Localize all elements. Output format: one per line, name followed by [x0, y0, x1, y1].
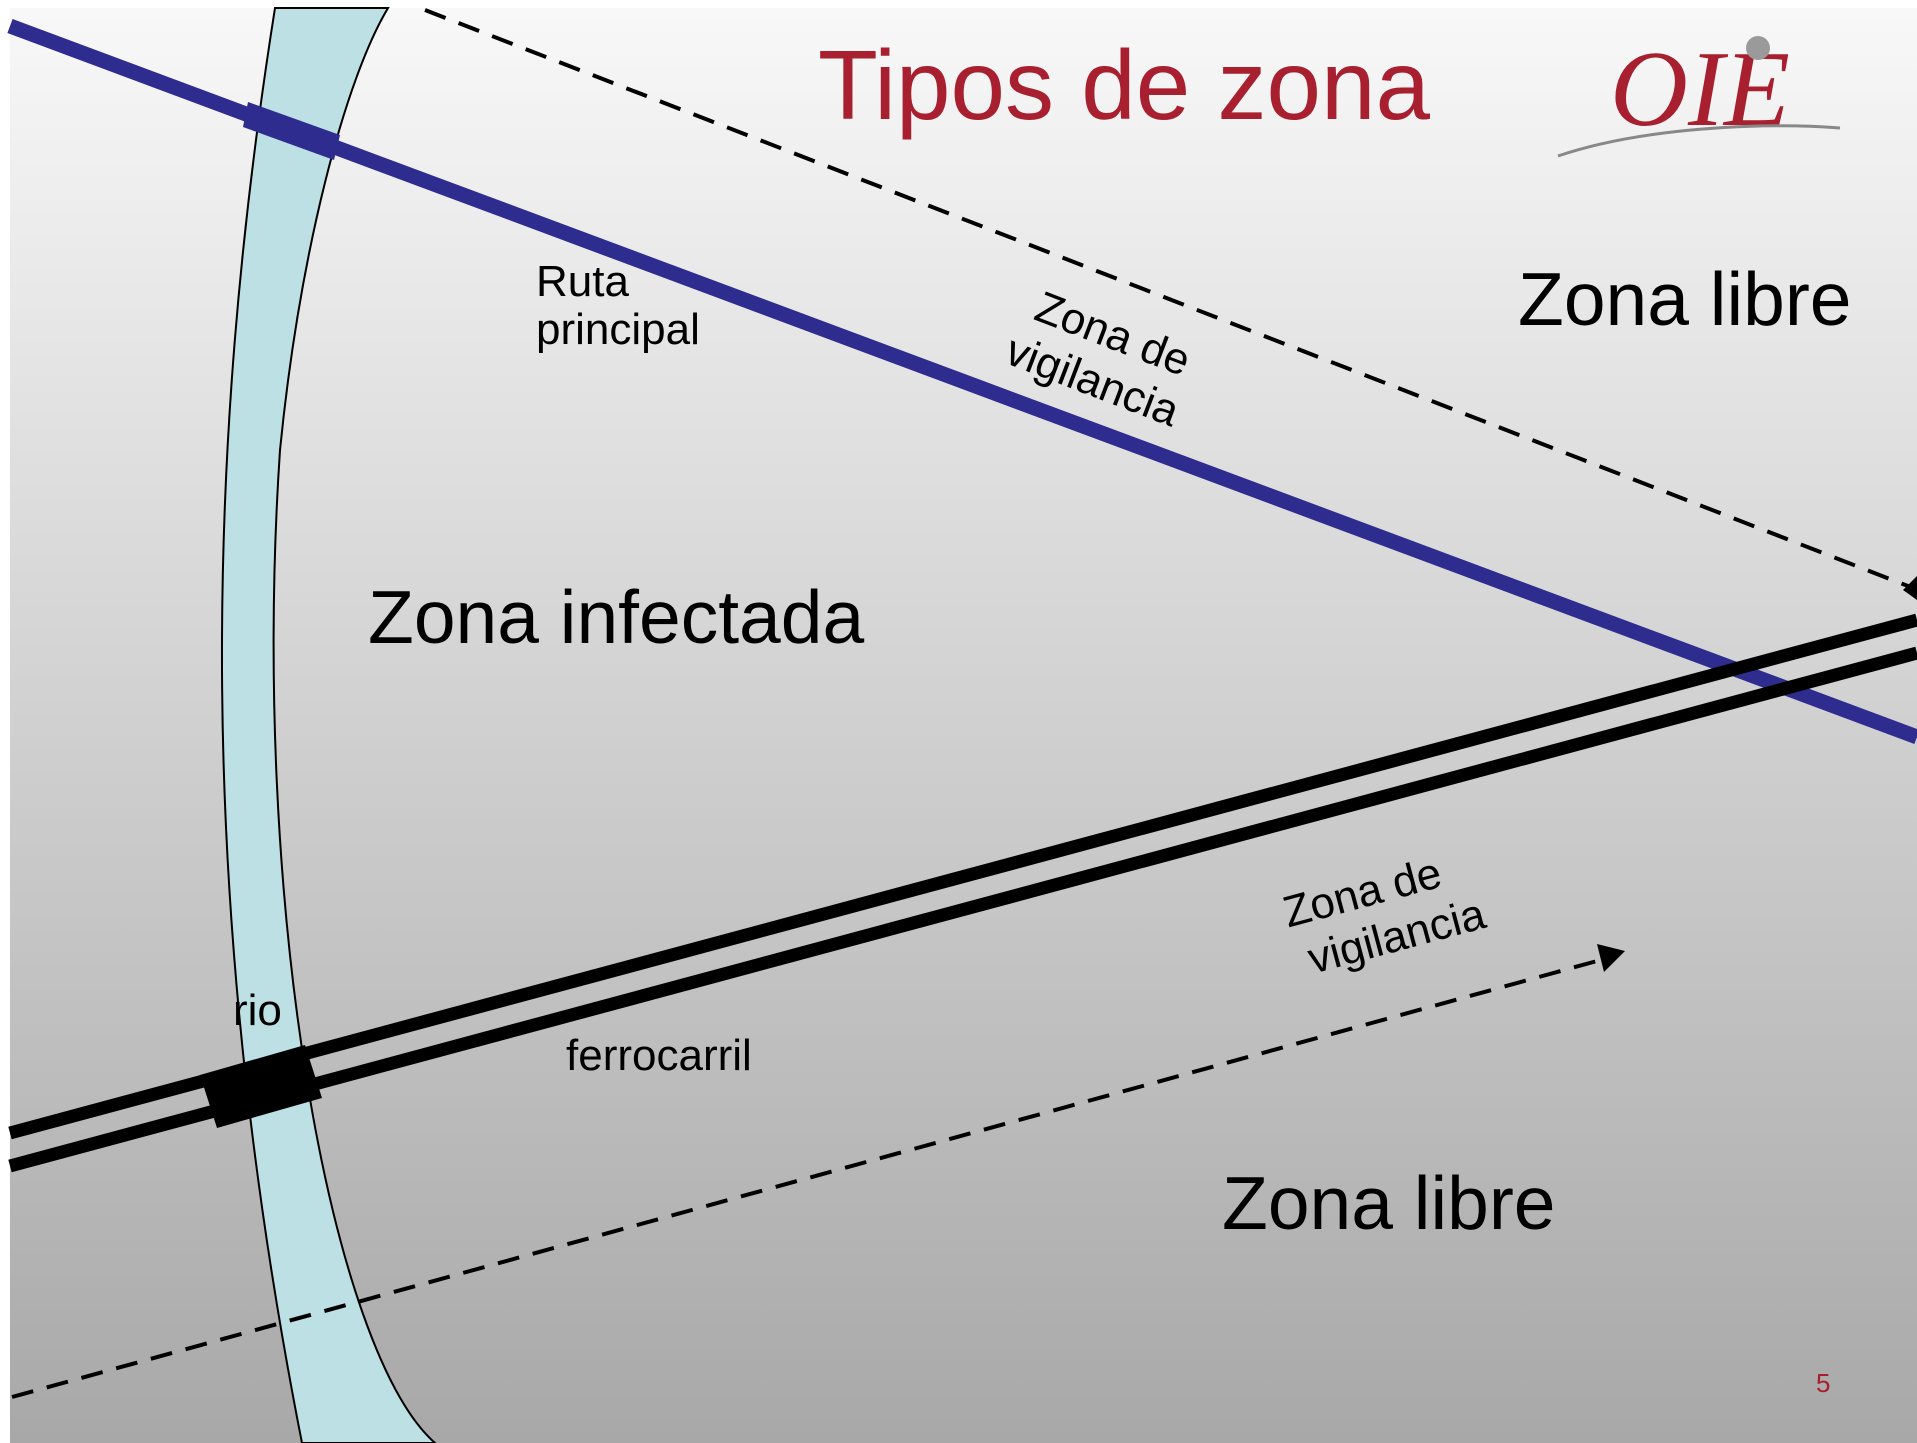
oie-logo: OIE: [1557, 30, 1841, 158]
surveillance-boundary-top: [424, 8, 1914, 590]
road-label-line-2: principal: [536, 305, 700, 355]
logo-swoosh: [1557, 124, 1841, 158]
arrowhead-top: [1903, 576, 1917, 600]
river-label: rio: [233, 986, 282, 1035]
railway-track-lower: [8, 646, 1917, 1173]
road-label-line-1: Ruta: [536, 257, 629, 306]
railway-label: ferrocarril: [566, 1031, 752, 1080]
logo-sphere: [1746, 36, 1770, 60]
road-label: Ruta principal: [536, 257, 700, 355]
road-bridge: [243, 102, 340, 160]
railway-track-upper: [8, 613, 1917, 1140]
railway-bridge: [200, 1045, 322, 1128]
arrowhead-bottom: [1597, 944, 1625, 972]
zone-label-free-bottom: Zona libre: [1222, 1161, 1556, 1245]
zone-label-infected: Zona infectada: [368, 575, 865, 659]
surveillance-boundary-bottom: [11, 959, 1598, 1399]
zone-label-free-top: Zona libre: [1518, 257, 1852, 341]
slide-title: Tipos de zona: [818, 30, 1430, 140]
page-number: 5: [1816, 1368, 1831, 1398]
